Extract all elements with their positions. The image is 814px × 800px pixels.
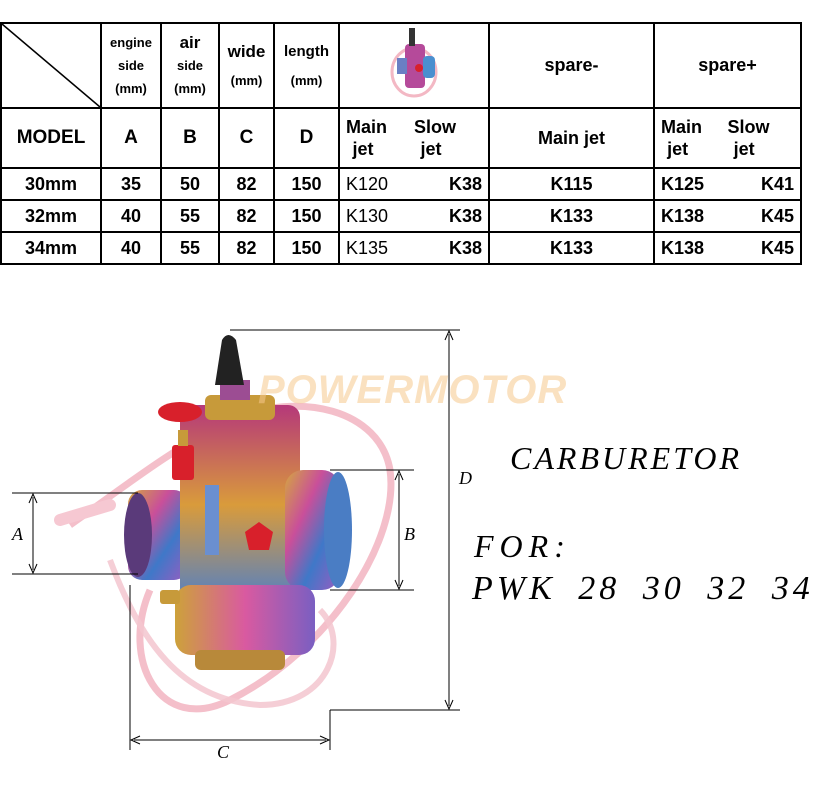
dim-label-b: B xyxy=(404,524,415,544)
carburetor-thumbnail xyxy=(390,28,438,98)
label-model: MODEL xyxy=(0,107,102,169)
dim-label-c: C xyxy=(217,742,230,762)
label-a: A xyxy=(100,107,162,169)
header-wide: wide(mm) xyxy=(218,22,275,109)
header-spare-minus: spare- xyxy=(488,22,655,109)
diagonal-line xyxy=(1,23,101,108)
diagonal-header-cell xyxy=(0,22,102,109)
title-carburetor: CARBURETOR xyxy=(510,440,743,476)
watermark-logo: POWERMOTOR xyxy=(258,368,568,412)
label-for: FOR: xyxy=(474,528,571,564)
carburetor-thumbnail-cell xyxy=(338,22,490,109)
dim-label-a: A xyxy=(12,524,23,544)
dim-label-d: D xyxy=(459,468,472,488)
header-spare-plus: spare+ xyxy=(653,22,802,109)
label-d: D xyxy=(273,107,340,169)
label-spare-minus-main-jet: Main jet xyxy=(488,107,655,169)
label-b: B xyxy=(160,107,220,169)
label-pwk-sizes: PWK 28 30 32 34 xyxy=(472,570,814,607)
header-length: length(mm) xyxy=(273,22,340,109)
label-c: C xyxy=(218,107,275,169)
